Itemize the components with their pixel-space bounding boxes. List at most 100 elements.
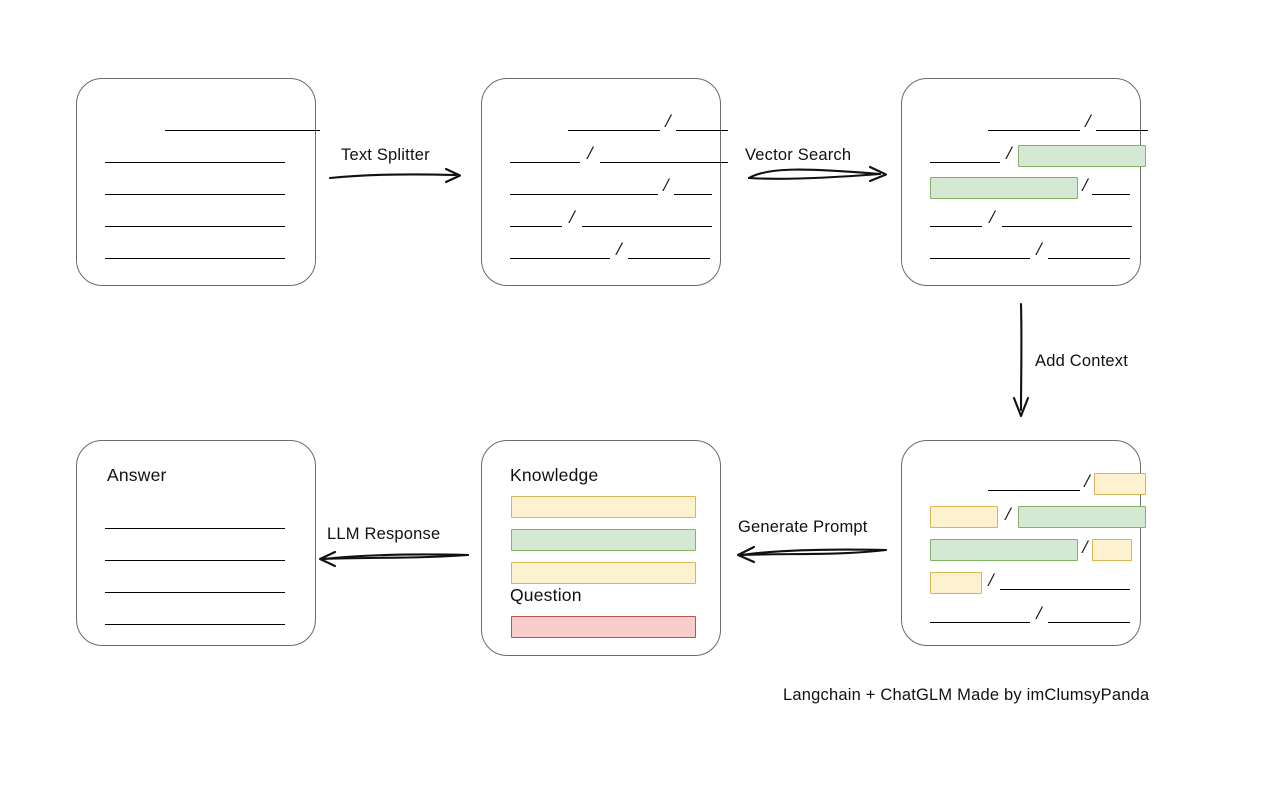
text-line: /	[930, 504, 1146, 528]
text-rule	[510, 245, 610, 259]
answer-title: Answer	[107, 465, 167, 485]
chunk-separator: /	[616, 239, 622, 260]
highlight-chip-green	[1018, 145, 1146, 167]
answer-card[interactable]: Answer	[76, 440, 316, 646]
text-rule	[628, 245, 710, 259]
text-line: /	[930, 570, 1130, 594]
knowledge-bar-1	[511, 496, 696, 518]
text-line: /	[930, 207, 1132, 228]
chunk-separator: /	[1082, 175, 1088, 196]
source-document-card[interactable]	[76, 78, 320, 286]
text-line	[105, 611, 285, 625]
text-rule	[1048, 245, 1130, 259]
text-line: /	[510, 207, 712, 228]
text-rule	[930, 609, 1030, 623]
text-rule	[105, 579, 285, 593]
chunk-separator: /	[587, 143, 593, 164]
text-line	[105, 579, 285, 593]
text-rule	[105, 245, 285, 259]
text-rule	[510, 181, 658, 195]
knowledge-bar-2	[511, 529, 696, 551]
chunk-separator: /	[1006, 143, 1012, 164]
text-line: /	[510, 111, 728, 132]
text-rule	[105, 547, 285, 561]
highlight-chip-green	[930, 177, 1078, 199]
text-line: /	[510, 175, 712, 196]
prompt-card[interactable]: Knowledge Question	[481, 440, 721, 656]
text-line	[105, 245, 285, 259]
question-bar-1	[511, 616, 696, 638]
text-rule	[568, 117, 660, 131]
text-rule	[105, 515, 285, 529]
text-line	[105, 181, 285, 195]
text-rule	[105, 611, 285, 625]
text-line: /	[510, 143, 728, 164]
knowledge-bar-3	[511, 562, 696, 584]
chunk-separator: /	[1085, 111, 1091, 132]
edge-label-text-splitter: Text Splitter	[341, 146, 430, 164]
text-rule	[105, 181, 285, 195]
chunk-separator: /	[1036, 603, 1042, 624]
text-line	[105, 149, 285, 163]
edge-label-add-context: Add Context	[1035, 352, 1129, 370]
text-line	[105, 515, 285, 529]
arrow-text-splitter	[328, 167, 462, 184]
text-line	[105, 547, 285, 561]
highlight-chip-green	[930, 539, 1078, 561]
text-rule	[105, 149, 285, 163]
text-rule	[930, 213, 982, 227]
chunk-separator: /	[989, 207, 995, 228]
highlight-chip-yellow	[930, 572, 982, 594]
text-rule	[1096, 117, 1148, 131]
text-line: /	[510, 239, 710, 260]
edge-label-llm-response: LLM Response	[327, 525, 441, 543]
arrow-add-context	[1012, 302, 1030, 418]
text-line: /	[930, 239, 1130, 260]
text-rule	[1002, 213, 1132, 227]
text-rule	[105, 213, 285, 227]
text-rule	[988, 477, 1080, 491]
chunk-separator: /	[665, 111, 671, 132]
split-chunks-card[interactable]: / / / / /	[481, 78, 728, 286]
text-line: /	[930, 175, 1130, 199]
text-rule	[930, 245, 1030, 259]
text-rule	[1092, 181, 1130, 195]
text-line: /	[930, 471, 1146, 495]
text-rule	[676, 117, 728, 131]
text-rule	[988, 117, 1080, 131]
chunk-separator: /	[569, 207, 575, 228]
text-line	[105, 213, 285, 227]
edge-label-vector-search: Vector Search	[745, 146, 852, 164]
chunk-separator: /	[1036, 239, 1042, 260]
chunk-separator: /	[663, 175, 669, 196]
chunk-separator: /	[1005, 504, 1011, 525]
text-line: /	[930, 537, 1132, 561]
highlight-chip-yellow	[930, 506, 998, 528]
arrow-generate-prompt	[736, 545, 888, 564]
edge-label-generate-prompt: Generate Prompt	[738, 518, 868, 536]
arrow-llm-response	[318, 550, 470, 568]
arrow-vector-search	[747, 165, 888, 183]
question-label: Question	[510, 585, 582, 605]
footer-credit: Langchain + ChatGLM Made by imClumsyPand…	[783, 686, 1150, 704]
knowledge-label: Knowledge	[510, 465, 599, 485]
highlight-chip-yellow	[1094, 473, 1146, 495]
context-added-card[interactable]: / / / / /	[901, 440, 1146, 646]
text-line: /	[930, 603, 1130, 624]
text-rule	[510, 213, 562, 227]
chunk-separator: /	[1084, 471, 1090, 492]
text-rule	[930, 149, 1000, 163]
chunk-separator: /	[988, 570, 994, 591]
text-line	[105, 117, 320, 131]
chunk-separator: /	[1082, 537, 1088, 558]
text-line: /	[930, 111, 1148, 132]
text-rule	[674, 181, 712, 195]
vector-matches-card[interactable]: / / / / /	[901, 78, 1148, 286]
highlight-chip-green	[1018, 506, 1146, 528]
text-rule	[165, 117, 320, 131]
text-rule	[582, 213, 712, 227]
text-rule	[1000, 576, 1130, 590]
text-line: /	[930, 143, 1146, 167]
text-rule	[600, 149, 728, 163]
